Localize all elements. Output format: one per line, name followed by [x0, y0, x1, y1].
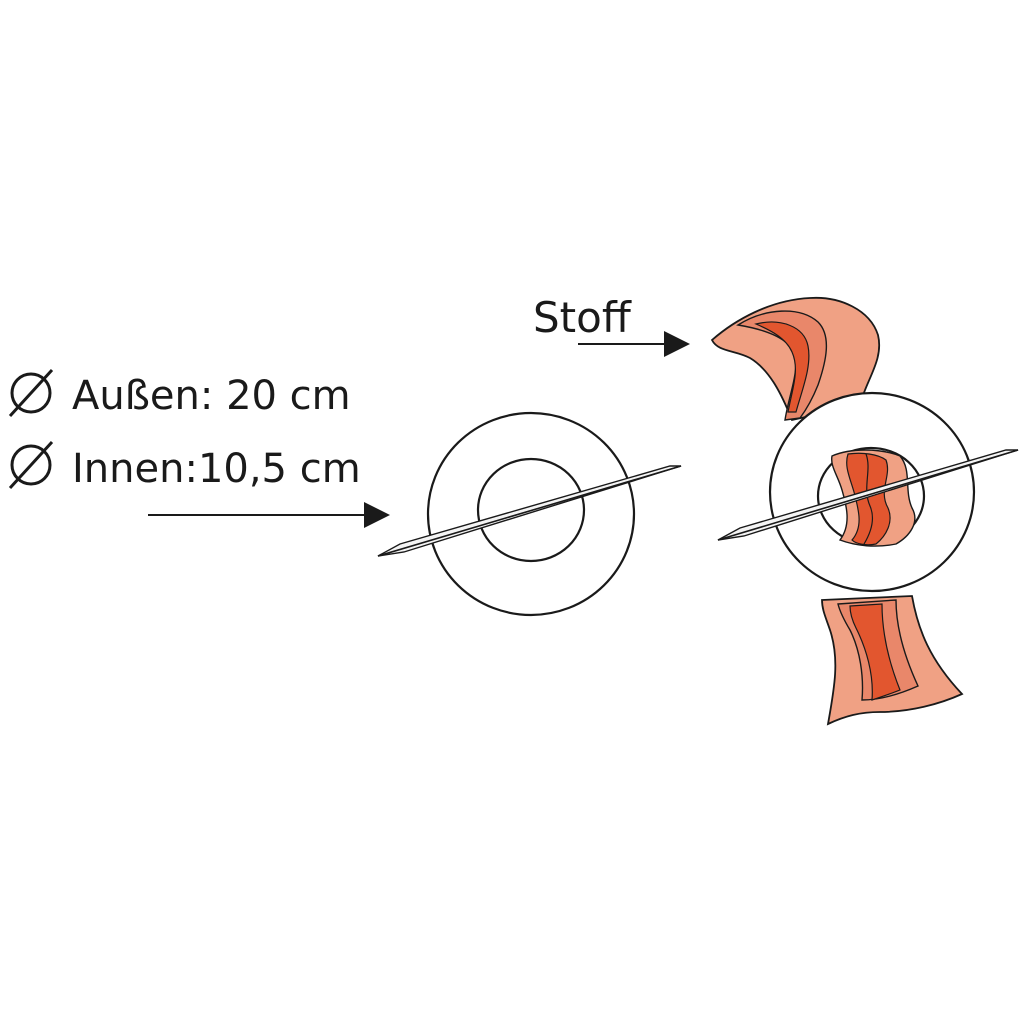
pin-needle	[377, 465, 682, 557]
pin-needle	[717, 449, 1019, 541]
arrow-right-icon	[578, 331, 690, 357]
ring-shape	[426, 411, 636, 617]
ring-with-fabric	[710, 296, 1019, 726]
diameter-icon	[8, 368, 54, 418]
arrow-right-icon	[148, 502, 390, 528]
diameter-icon	[8, 440, 54, 490]
fabric-through-ring	[830, 449, 916, 547]
outer-diameter-label: Außen: 20 cm	[8, 368, 351, 419]
outer-diameter-text: Außen: 20 cm	[72, 373, 351, 419]
ring-plain	[377, 411, 682, 617]
fabric-lower	[821, 595, 964, 726]
inner-diameter-label: Innen:10,5 cm	[8, 440, 361, 492]
fabric-upper	[710, 296, 881, 422]
inner-diameter-text: Innen:10,5 cm	[72, 446, 361, 492]
fabric-label: Stoff	[533, 293, 632, 342]
